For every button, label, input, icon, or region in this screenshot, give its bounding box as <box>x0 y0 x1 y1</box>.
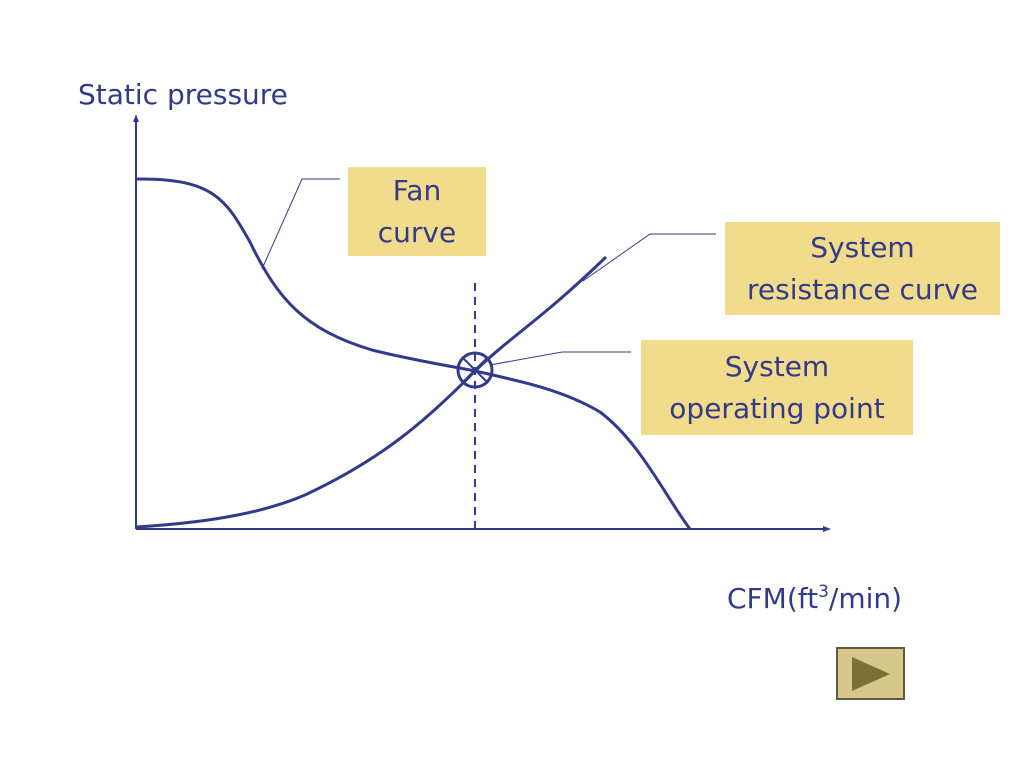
operating-point-cross-line-2 <box>462 357 488 383</box>
operating-point-marker <box>456 351 494 389</box>
system-operating-point-callout-line-2: operating point <box>669 392 885 425</box>
next-slide-button[interactable] <box>836 647 905 700</box>
fan-curve <box>135 177 692 530</box>
x-axis-label: CFM(ft3/min) <box>727 582 903 615</box>
system-resistance-callout-line-2: resistance curve <box>747 273 978 306</box>
system-resistance-curve <box>135 255 608 529</box>
x-axis-label-suffix: /min) <box>828 582 903 615</box>
y-axis-label: Static pressure <box>78 78 288 111</box>
system-operating-point-callout: System operating point <box>641 340 913 435</box>
system-resistance-callout: System resistance curve <box>725 222 1000 315</box>
x-axis-label-prefix: CFM(ft <box>727 582 819 615</box>
operating-point-circle <box>456 351 494 389</box>
system-resistance-leader-line <box>582 233 716 282</box>
operating-point-leader-line <box>489 351 631 366</box>
x-axis-label-superscript: 3 <box>818 582 829 602</box>
system-resistance-callout-line-1: System <box>810 231 915 264</box>
fan-curve-leader-line <box>261 178 340 270</box>
fan-curve-callout-line-2: curve <box>377 216 457 249</box>
fan-curve-callout-line-1: Fan <box>392 174 442 207</box>
fan-curve-callout: Fan curve <box>348 167 486 256</box>
play-icon <box>852 657 890 691</box>
system-operating-point-callout-line-1: System <box>724 350 830 383</box>
